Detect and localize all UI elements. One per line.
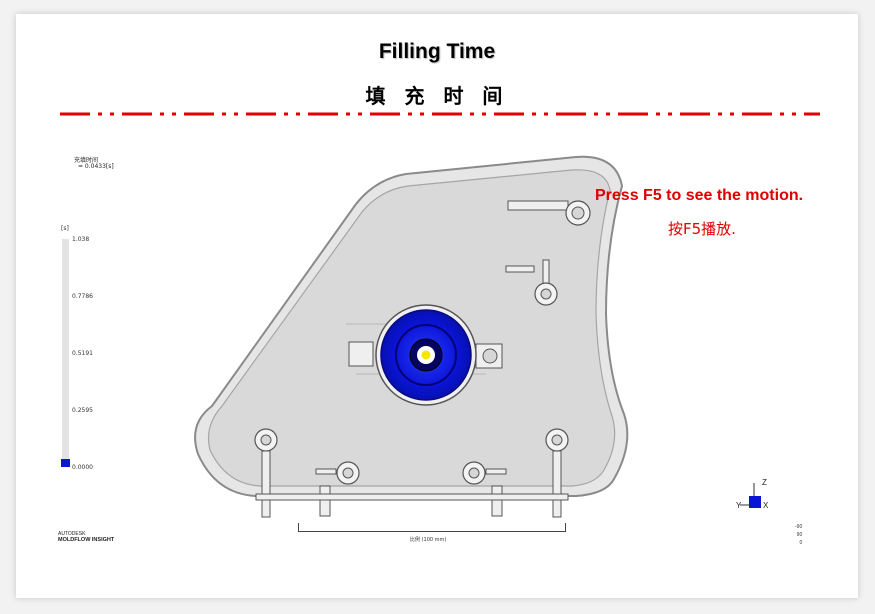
- instruction-text-zh: 按F5播放.: [668, 220, 736, 238]
- scale-bar-label: 比例 (100 mm): [410, 537, 447, 543]
- axis-z-label: Z: [762, 478, 767, 487]
- legend-tick-max: 1.038: [72, 236, 90, 243]
- part-model-view[interactable]: [16, 14, 858, 598]
- slide: Filling Time 填 充 时 间 充填时间 = 0.0433[s] [s…: [16, 14, 858, 598]
- injection-gate-marker: [421, 350, 431, 360]
- axis-x-label: X: [763, 501, 769, 510]
- brand-product: MOLDFLOW INSIGHT: [58, 537, 115, 543]
- legend-tick-3: 0.5191: [72, 350, 93, 357]
- view-angles: -90 90 0: [795, 523, 802, 547]
- view-angle-1: -90: [795, 524, 803, 530]
- color-legend-min-swatch: [61, 459, 70, 467]
- instruction-text-en: Press F5 to see the motion.: [595, 187, 804, 204]
- page-title: Filling Time: [378, 40, 496, 63]
- scale-bar: [298, 523, 566, 532]
- color-legend-bar: [62, 239, 69, 467]
- result-name: 充填时间: [74, 157, 99, 164]
- view-angle-2: 90: [796, 532, 803, 538]
- result-value: = 0.0433[s]: [78, 163, 114, 170]
- brand-company: AUTODESK: [58, 531, 86, 537]
- view-angle-3: 0: [799, 540, 803, 546]
- legend-tick-4: 0.2595: [72, 407, 93, 414]
- legend-tick-2: 0.7786: [72, 293, 93, 300]
- legend-unit: [s]: [61, 225, 69, 232]
- red-dash-divider: [60, 112, 820, 116]
- axis-triad[interactable]: Z Y X: [734, 477, 774, 511]
- legend-tick-min: 0.0000: [72, 464, 93, 471]
- axis-y-label: Y: [736, 501, 742, 510]
- page-subtitle: 填 充 时 间: [365, 84, 509, 108]
